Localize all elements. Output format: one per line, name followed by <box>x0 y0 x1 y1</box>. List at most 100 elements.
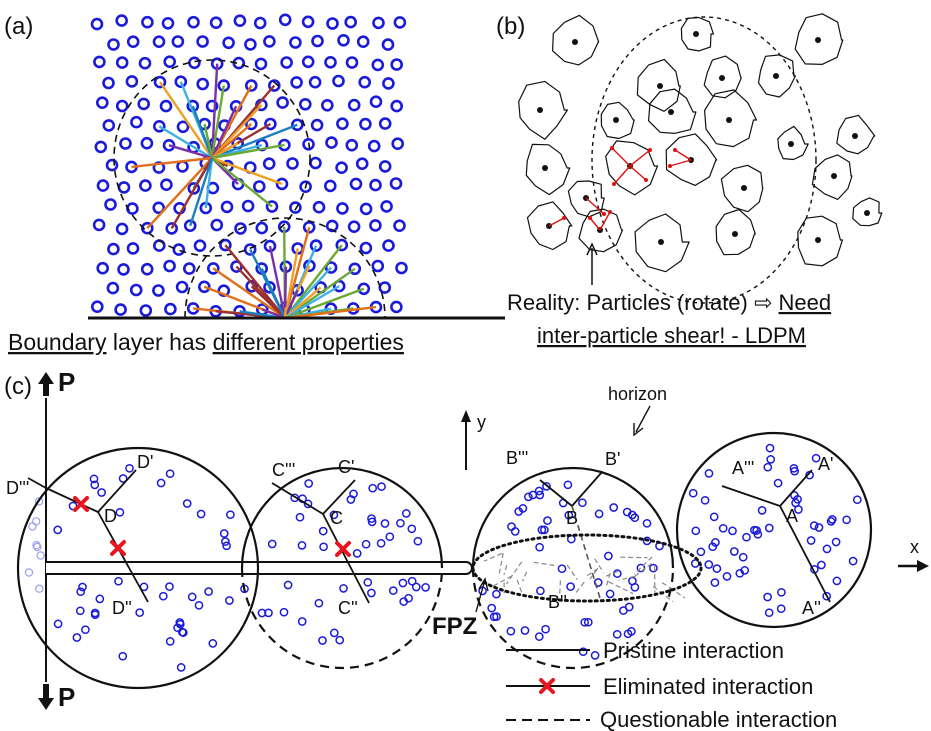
grain <box>703 55 742 99</box>
particle <box>566 582 575 591</box>
grain <box>665 133 718 186</box>
particle <box>396 518 405 528</box>
particle <box>827 515 837 524</box>
particle <box>794 505 803 514</box>
bond-B-B2 <box>571 505 601 599</box>
particle <box>257 608 267 618</box>
particle <box>371 58 385 72</box>
particle <box>310 118 324 132</box>
particle <box>183 219 197 232</box>
particle <box>176 120 190 134</box>
particle <box>492 612 501 621</box>
rotation-arrow <box>674 149 692 161</box>
fpz-bond <box>533 561 557 567</box>
particle <box>622 507 632 517</box>
grain <box>720 164 764 213</box>
circle-B-lower-dashed <box>471 567 675 670</box>
particle <box>119 137 132 150</box>
rotation-arrowhead-icon <box>610 146 614 150</box>
particle <box>642 518 652 528</box>
particle <box>93 55 106 69</box>
particle <box>323 179 337 193</box>
grain-center <box>788 141 794 147</box>
particle <box>336 117 349 130</box>
pointer-arrowhead <box>586 242 598 256</box>
particle <box>53 525 63 535</box>
particle <box>303 499 313 509</box>
particle <box>764 523 774 533</box>
label-B1: B' <box>605 449 620 469</box>
grain <box>636 58 681 112</box>
grain-center <box>864 210 870 216</box>
particle <box>594 509 604 519</box>
particle <box>377 482 386 491</box>
particle <box>209 16 223 30</box>
particle <box>234 222 247 235</box>
particle <box>278 13 292 27</box>
particle <box>244 38 257 51</box>
rotation-arrowhead-icon <box>644 178 648 182</box>
bond-D-D1 <box>97 469 137 513</box>
particle <box>506 626 516 636</box>
rotation-arrowhead-icon <box>673 148 677 152</box>
grain <box>600 101 635 140</box>
particle <box>320 99 334 112</box>
bond-C-C1 <box>322 479 356 515</box>
particle <box>535 542 544 552</box>
grain-center <box>572 39 578 45</box>
particle <box>411 582 421 592</box>
particle <box>390 99 404 113</box>
grain <box>634 213 690 273</box>
particle <box>245 117 258 131</box>
particle <box>324 261 338 274</box>
particle <box>115 222 129 236</box>
particle <box>183 262 196 275</box>
particle <box>630 513 640 523</box>
particle <box>712 564 722 573</box>
particle <box>842 515 851 525</box>
particle <box>345 56 359 69</box>
particle <box>102 119 116 132</box>
circle-C-lower-dashed <box>240 567 444 670</box>
particle <box>339 584 348 593</box>
label-C2: C'' <box>338 598 358 618</box>
particle <box>176 160 189 173</box>
particle <box>722 572 732 581</box>
rotation-arrowhead-icon <box>602 212 606 216</box>
rotation-arrow <box>589 217 601 231</box>
grain <box>797 215 844 267</box>
particle <box>777 587 786 597</box>
particle <box>349 489 358 499</box>
load-arrow-down-icon <box>38 684 54 710</box>
bond-B-B1 <box>571 471 603 507</box>
particle <box>165 222 178 235</box>
particle <box>776 604 786 614</box>
particle <box>252 180 266 193</box>
particle <box>557 564 567 574</box>
particle <box>233 14 247 28</box>
bond-line <box>211 123 298 160</box>
particle <box>188 56 201 70</box>
particle <box>96 261 109 275</box>
particle <box>222 36 235 50</box>
panel-a-particles <box>90 13 408 318</box>
bond-line <box>211 123 253 159</box>
particle <box>324 55 337 69</box>
grain <box>757 54 796 98</box>
particle <box>335 161 348 174</box>
grain <box>525 143 571 196</box>
grain-center <box>542 165 548 171</box>
particle <box>537 525 547 535</box>
particle <box>76 587 86 597</box>
particle <box>289 201 302 214</box>
particle <box>32 517 41 526</box>
particle <box>711 538 720 547</box>
horizon-ellipse <box>591 16 817 304</box>
panel-a-label: (a) <box>4 13 33 40</box>
particle <box>35 584 44 593</box>
particle <box>72 633 82 642</box>
particle <box>848 556 858 566</box>
particle <box>514 507 524 516</box>
particle <box>738 552 748 562</box>
particle <box>729 547 739 556</box>
